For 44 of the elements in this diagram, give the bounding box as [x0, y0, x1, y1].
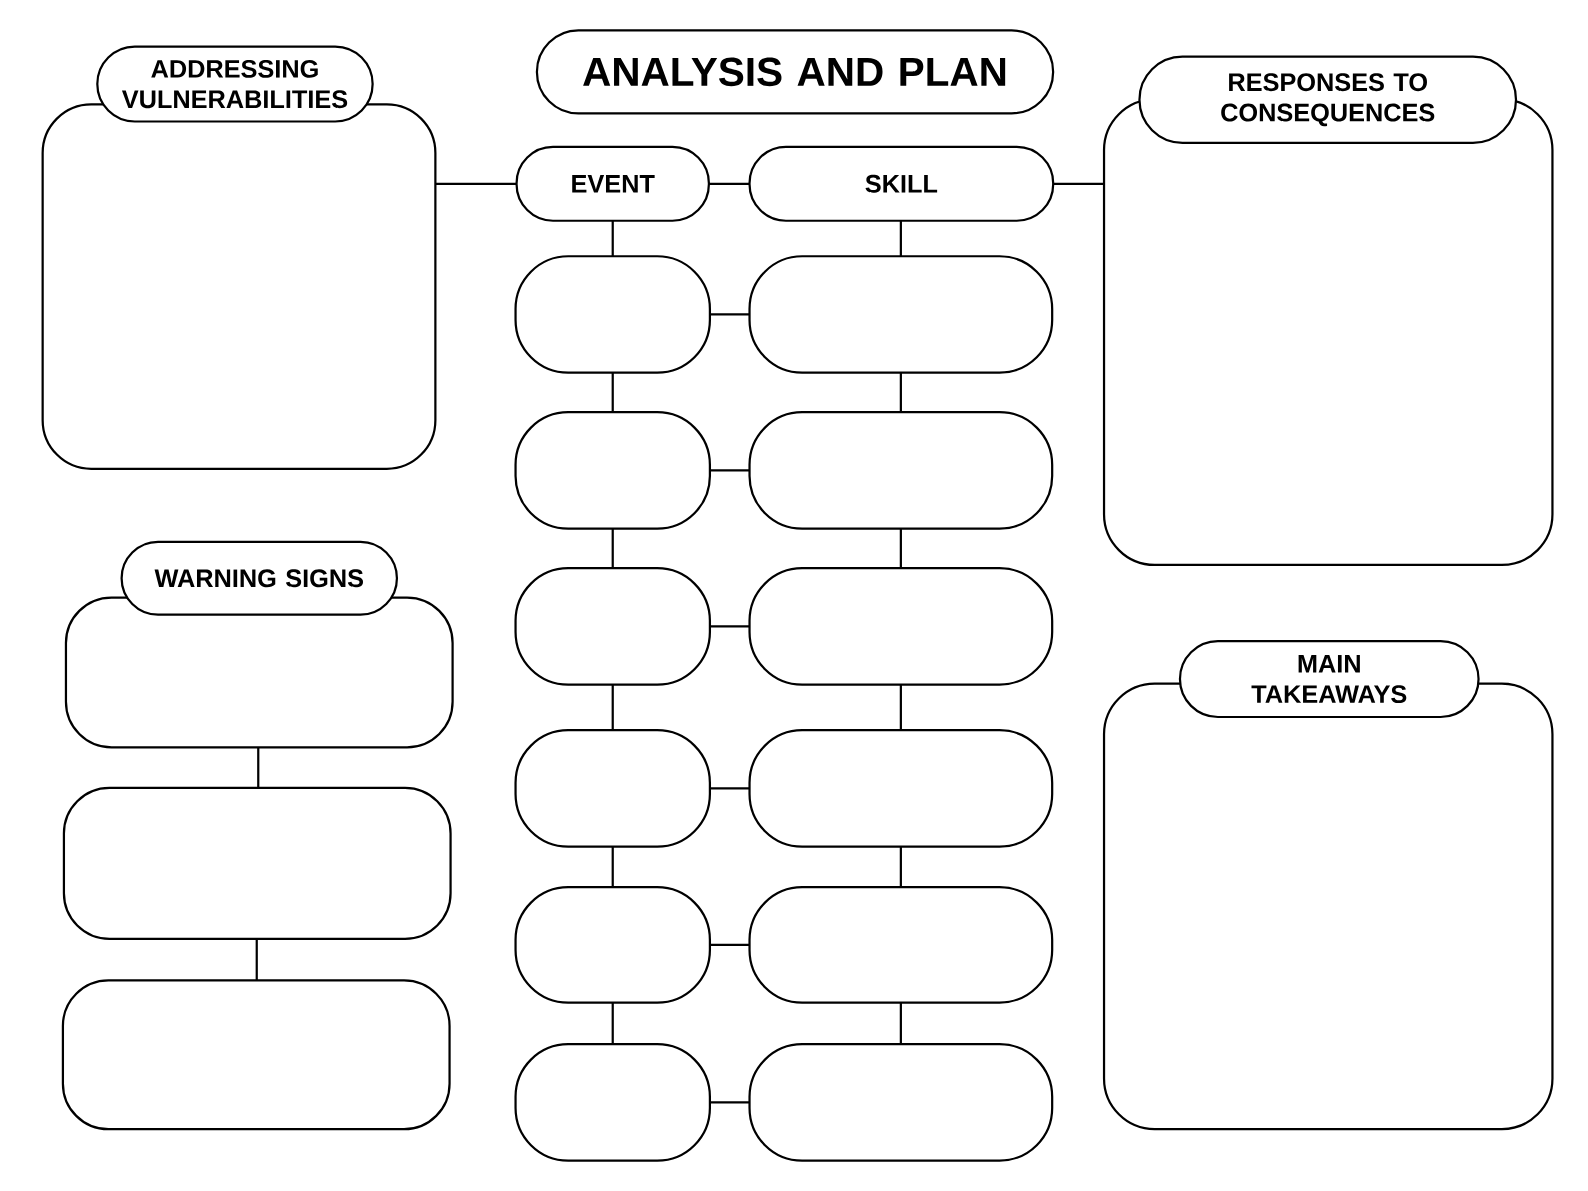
answer-box [514, 886, 711, 1004]
heading-tab: MAIN TAKEAWAYS [1178, 639, 1480, 719]
connector-line [899, 528, 902, 569]
answer-box [748, 411, 1054, 530]
connector-line [255, 938, 258, 981]
connector-line [709, 313, 750, 316]
connector-line [1053, 182, 1105, 185]
connector-line [899, 1002, 902, 1045]
answer-box [62, 786, 452, 940]
connector-line [611, 372, 614, 413]
answer-box [514, 255, 711, 374]
heading-tab: WARNING SIGNS [120, 540, 399, 616]
answer-box [514, 729, 711, 848]
connector-line [611, 684, 614, 731]
connector-line [611, 220, 614, 257]
connector-line [708, 182, 750, 185]
answer-box [748, 886, 1054, 1004]
answer-box [748, 729, 1054, 848]
connector-line [899, 372, 902, 413]
connector-line [611, 528, 614, 569]
answer-box [514, 567, 711, 686]
answer-box [514, 411, 711, 530]
connector-line [611, 1002, 614, 1045]
connector-line [611, 846, 614, 888]
title-banner: ANALYSIS AND PLAN [535, 29, 1055, 115]
answer-box [748, 255, 1054, 374]
answer-box [61, 979, 451, 1131]
column-heading: SKILL [748, 145, 1055, 222]
connector-line [899, 684, 902, 731]
answer-box [748, 1043, 1054, 1162]
answer-box [514, 1043, 711, 1162]
connector-line [435, 182, 517, 185]
connector-line [709, 787, 750, 790]
connector-line [709, 943, 750, 946]
connector-line [709, 1101, 750, 1104]
connector-line [899, 220, 902, 257]
connector-line [709, 625, 750, 628]
column-heading: EVENT [515, 145, 710, 222]
connector-line [709, 469, 750, 472]
connector-line [899, 846, 902, 888]
connector-line [257, 747, 260, 788]
heading-tab: ADDRESSING VULNERABILITIES [96, 45, 374, 123]
answer-box [748, 567, 1054, 686]
heading-tab: RESPONSES TO CONSEQUENCES [1138, 55, 1518, 144]
